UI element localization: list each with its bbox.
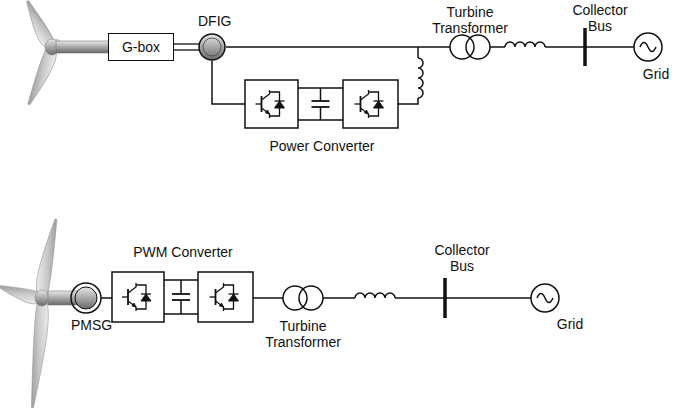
igbt-bar (360, 96, 362, 112)
inductor-symbol (505, 42, 545, 47)
diode-bar (229, 293, 239, 294)
capacitor-lead (180, 280, 182, 294)
inductor-symbol (355, 293, 395, 298)
filter-wire (417, 47, 419, 58)
bus-label: Collector Bus (562, 2, 638, 34)
capacitor-lead (320, 107, 322, 120)
stator-wire (226, 46, 450, 48)
igbt-collector (216, 283, 224, 293)
turbine-hub (35, 290, 49, 306)
ac-wave (537, 294, 553, 303)
transformer-label: Turbine Transformer (258, 318, 348, 350)
capacitor-lead (320, 88, 322, 101)
grid-source (531, 284, 559, 312)
transformer-winding (299, 286, 323, 310)
igbt-emitter (128, 301, 136, 311)
turbine-blade (27, 298, 50, 409)
transformer-label: Turbine Transformer (425, 4, 515, 36)
low-speed-shaft (56, 41, 112, 53)
shaft-line (174, 49, 199, 50)
generator-stator (71, 283, 101, 313)
wire (445, 297, 531, 299)
igbt-collector (361, 90, 369, 100)
emitter-arrow (220, 303, 224, 307)
capacitor-plate (172, 299, 190, 301)
igbt-bar (127, 289, 129, 305)
bus-label: Collector Bus (424, 242, 500, 274)
grid-label: Grid (636, 66, 676, 82)
converter-box (112, 272, 164, 322)
converter-box (198, 272, 253, 322)
diode-symbol (229, 294, 239, 301)
generator-outline (198, 33, 226, 61)
igbt-emitter (262, 108, 270, 118)
wire (585, 46, 634, 48)
transformer-winding (466, 35, 490, 59)
diode-symbol (374, 101, 384, 108)
capacitor-lead (180, 300, 182, 314)
igbt-emitter (361, 108, 369, 118)
wire (253, 297, 283, 299)
diode-bar (275, 100, 285, 101)
drive-shaft (174, 44, 199, 50)
capacitor-plate (312, 106, 330, 108)
diode-bar (374, 100, 384, 101)
generator-shaft (48, 291, 78, 305)
diode-bar (141, 293, 151, 294)
converter-label: PWM Converter (123, 244, 243, 260)
wire (323, 297, 355, 299)
emitter-arrow (132, 303, 136, 307)
generator-label: DFIG (198, 13, 231, 29)
generator-ring (203, 38, 221, 56)
emitter-arrow (266, 110, 270, 114)
igbt-emitter (216, 301, 224, 311)
ac-wave (640, 43, 656, 52)
converter-label: Power Converter (257, 138, 387, 154)
igbt-collector (128, 283, 136, 293)
igbt-collector (262, 90, 270, 100)
grid-side-wire (398, 98, 418, 104)
wire (101, 297, 112, 299)
shaft-line (174, 43, 199, 44)
turbine-blade (34, 218, 61, 299)
wire (395, 297, 445, 299)
diode-symbol (141, 294, 151, 301)
gearbox-box: G-box (108, 33, 174, 61)
wire (545, 46, 585, 48)
diode-symbol (275, 101, 285, 108)
igbt-bar (261, 96, 263, 112)
capacitor-plate (312, 100, 330, 102)
grid-source (634, 33, 662, 61)
wire (490, 46, 505, 48)
capacitor-plate (172, 293, 190, 295)
generator-label: PMSG (71, 317, 112, 333)
inductor-symbol (418, 58, 423, 98)
generator-circle: PMSG (71, 283, 101, 313)
generator-circle: DFIG (198, 33, 226, 61)
generator-rotor (199, 34, 225, 60)
rotor-wire (212, 61, 245, 104)
emitter-arrow (365, 110, 369, 114)
converter-box (245, 80, 298, 128)
box-label: G-box (109, 39, 173, 55)
grid-label: Grid (550, 316, 590, 332)
igbt-bar (215, 289, 217, 305)
converter-box (343, 80, 398, 128)
generator-rotor (75, 287, 97, 309)
